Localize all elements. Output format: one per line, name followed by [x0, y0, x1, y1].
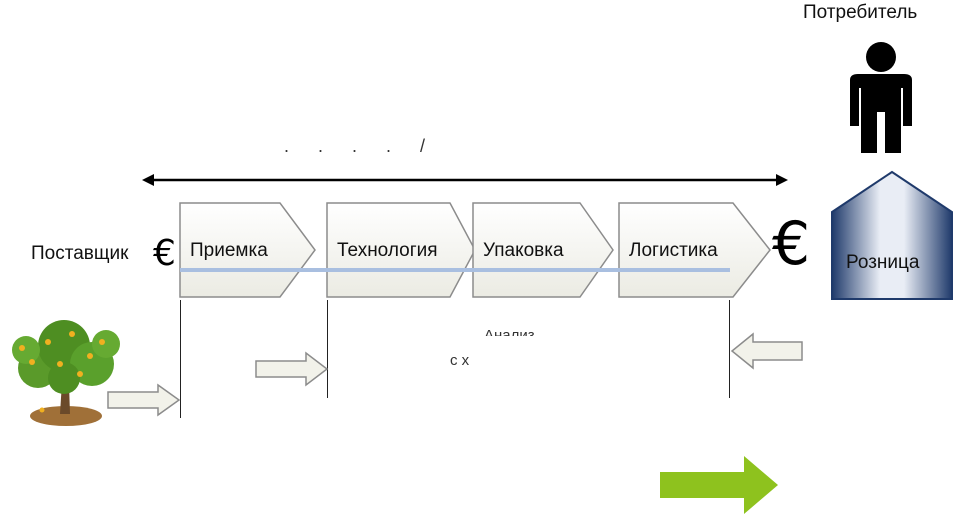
stage-tehnologia-shape	[326, 202, 476, 298]
green-arrow-icon	[660, 456, 778, 514]
divider-2	[327, 300, 328, 398]
divider-3	[729, 300, 730, 398]
arrow-right-2-icon	[255, 351, 329, 387]
process-line	[180, 268, 730, 272]
supplier-label: Поставщик	[31, 243, 129, 264]
partial-center-top: Анализ	[484, 327, 535, 336]
stage-upakovka: Упаковка	[483, 240, 564, 261]
process-chevrons	[179, 202, 771, 298]
person-icon	[850, 42, 912, 153]
supplier-euro-icon: €	[153, 233, 176, 274]
partial-center-bottom: с х	[450, 352, 470, 366]
retail-label: Розница	[846, 252, 920, 273]
partial-top-text: . . . . /	[284, 136, 438, 156]
consumer-label: Потребитель	[803, 2, 918, 23]
stage-logistika-shape	[618, 202, 771, 298]
retail-house-icon	[831, 170, 953, 300]
stage-upakovka-shape	[472, 202, 614, 298]
double-arrow-icon	[142, 174, 788, 186]
tree-icon	[12, 320, 120, 426]
divider-1	[180, 300, 181, 418]
stage-tehnologia: Технология	[337, 240, 438, 261]
stage-logistika: Логистика	[629, 240, 718, 261]
arrow-left-icon	[730, 332, 803, 370]
stage-priemka: Приемка	[190, 240, 268, 261]
retail-euro-icon: €	[772, 209, 811, 279]
arrow-right-1-icon	[107, 383, 181, 417]
stage-priemka-shape	[179, 202, 316, 298]
